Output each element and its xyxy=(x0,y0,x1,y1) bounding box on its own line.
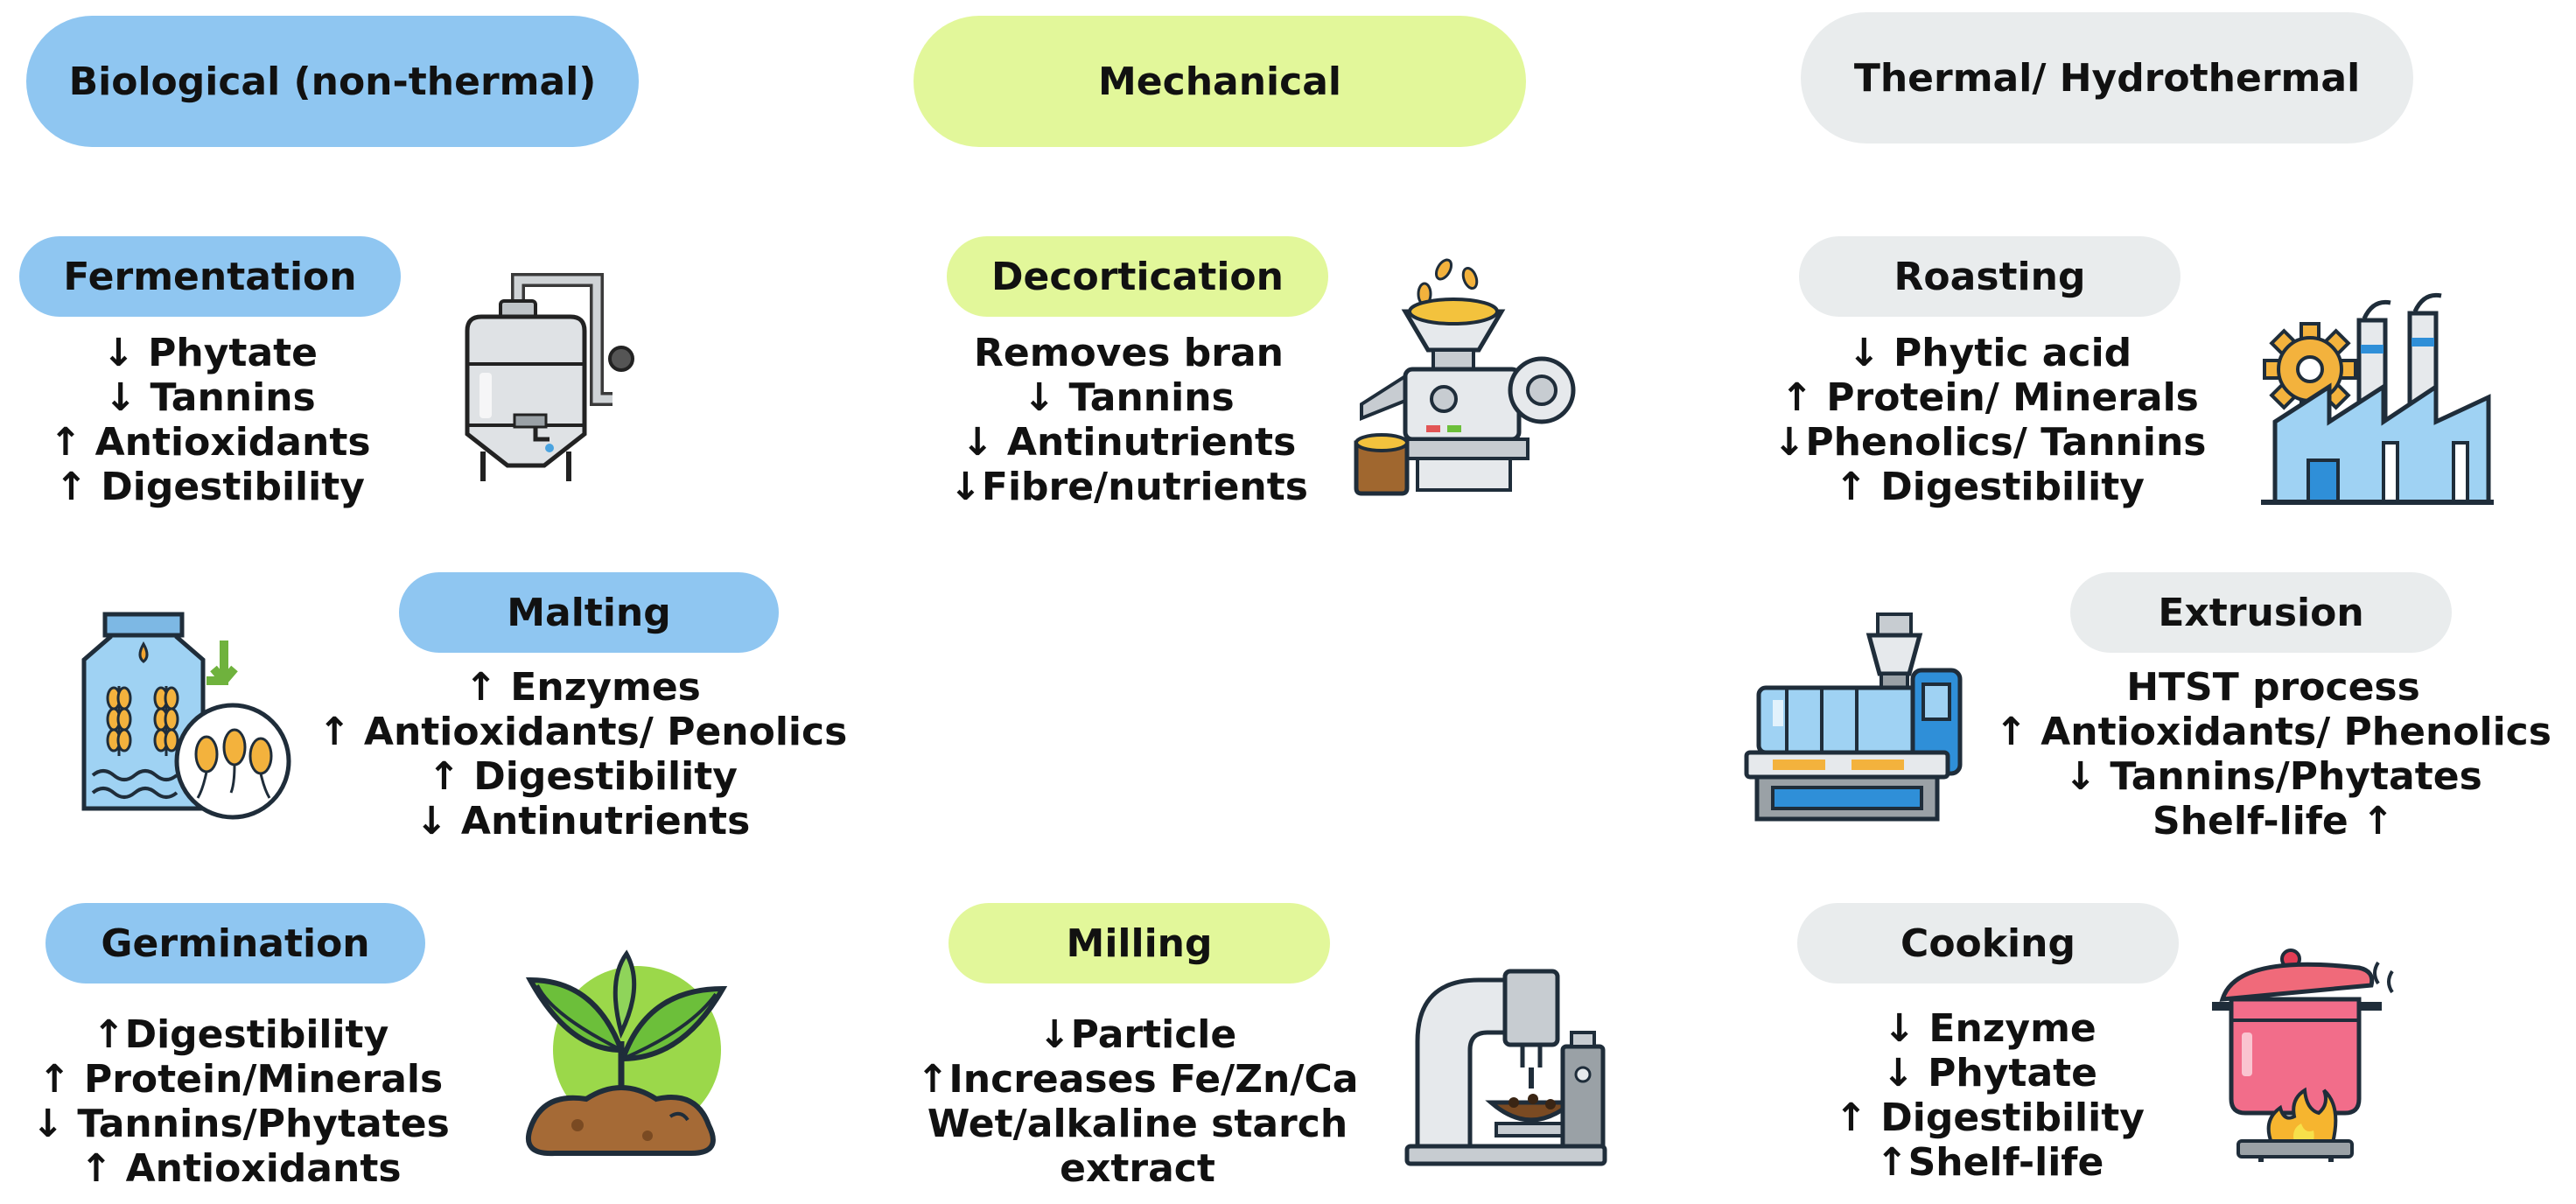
category-mechanical: Mechanical xyxy=(914,16,1526,147)
effect-line: ↑ Digestibility xyxy=(55,465,365,509)
effect-line: extract xyxy=(1060,1146,1215,1191)
factory-gear-icon xyxy=(2261,292,2494,505)
effect-line: ↓Fibre/nutrients xyxy=(949,465,1308,509)
effect-line: ↓ Tannins xyxy=(104,375,316,420)
effect-line: ↑ Antioxidants/ Phenolics xyxy=(1995,710,2552,754)
effect-line: ↓ Tannins xyxy=(1023,375,1235,420)
extrusion-effects: HTST process ↑ Antioxidants/ Phenolics ↓… xyxy=(1978,665,2569,844)
germination-effects: ↑Digestibility ↑ Protein/Minerals ↓ Tann… xyxy=(9,1012,472,1191)
sprout-soil-icon xyxy=(525,949,728,1157)
roasting-effects: ↓ Phytic acid ↑ Protein/ Minerals ↓Pheno… xyxy=(1754,331,2226,509)
effect-line: ↑ Enzymes xyxy=(465,665,701,710)
effect-line: ↑Shelf-life xyxy=(1875,1140,2104,1185)
decortication-effects: Removes bran ↓ Tannins ↓ Antinutrients ↓… xyxy=(910,331,1348,509)
decorticator-machine-icon xyxy=(1354,258,1576,496)
extruder-machine-icon xyxy=(1744,612,1963,822)
effect-line: Shelf-life ↑ xyxy=(2152,799,2394,844)
effect-line: ↓ Phytate xyxy=(102,331,318,375)
effect-line: ↓Particle xyxy=(1038,1012,1237,1057)
process-decortication-label: Decortication xyxy=(947,236,1328,317)
effect-line: ↓ Phytic acid xyxy=(1847,331,2132,375)
effect-line: ↑ Antioxidants xyxy=(49,420,371,465)
milling-effects: ↓Particle ↑Increases Fe/Zn/Ca Wet/alkali… xyxy=(892,1012,1382,1191)
effect-line: ↓ Antinutrients xyxy=(961,420,1297,465)
process-germination-label: Germination xyxy=(46,903,425,984)
process-extrusion-label: Extrusion xyxy=(2070,572,2452,653)
effect-line: ↑ Digestibility xyxy=(1835,465,2145,509)
effect-line: Removes bran xyxy=(973,331,1284,375)
effect-line: ↑ Antioxidants xyxy=(80,1146,402,1191)
effect-line: ↓Phenolics/ Tannins xyxy=(1773,420,2207,465)
malting-effects: ↑ Enzymes ↑ Antioxidants/ Penolics ↑ Dig… xyxy=(303,665,863,844)
fermenter-tank-icon xyxy=(465,273,634,481)
process-fermentation-label: Fermentation xyxy=(19,236,401,317)
effect-line: ↑Increases Fe/Zn/Ca xyxy=(916,1057,1359,1102)
effect-line: ↑ Digestibility xyxy=(1835,1096,2145,1140)
malting-grain-icon xyxy=(81,612,291,820)
effect-line: ↓ Antinutrients xyxy=(415,799,751,844)
effect-line: ↑Digestibility xyxy=(92,1012,389,1057)
process-roasting-label: Roasting xyxy=(1799,236,2180,317)
category-biological: Biological (non-thermal) xyxy=(26,16,639,147)
process-milling-label: Milling xyxy=(948,903,1330,984)
effect-line: ↓ Phytate xyxy=(1881,1051,2098,1096)
effect-line: HTST process xyxy=(2126,665,2420,710)
effect-line: ↑ Protein/ Minerals xyxy=(1781,375,2199,420)
milling-machine-icon xyxy=(1404,969,1607,1166)
cooking-effects: ↓ Enzyme ↓ Phytate ↑ Digestibility ↑Shel… xyxy=(1780,1006,2200,1185)
effect-line: ↓ Tannins/Phytates xyxy=(32,1102,450,1146)
effect-line: ↑ Protein/Minerals xyxy=(38,1057,444,1102)
effect-line: Wet/alkaline starch xyxy=(927,1102,1348,1146)
process-cooking-label: Cooking xyxy=(1797,903,2179,984)
effect-line: ↓ Enzyme xyxy=(1883,1006,2096,1051)
fermentation-effects: ↓ Phytate ↓ Tannins ↑ Antioxidants ↑ Dig… xyxy=(35,331,385,509)
cooking-pot-icon xyxy=(2212,948,2394,1162)
process-malting-label: Malting xyxy=(399,572,779,653)
category-thermal: Thermal/ Hydrothermal xyxy=(1801,12,2413,144)
effect-line: ↑ Digestibility xyxy=(428,754,738,799)
effect-line: ↓ Tannins/Phytates xyxy=(2064,754,2482,799)
effect-line: ↑ Antioxidants/ Penolics xyxy=(318,710,848,754)
